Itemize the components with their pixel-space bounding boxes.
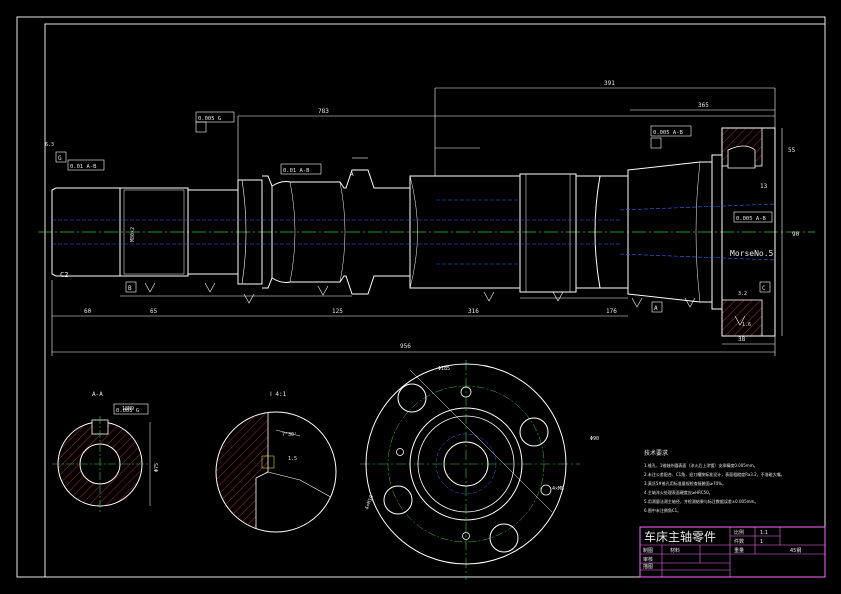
svg-text:1:1: 1:1 (760, 530, 768, 536)
svg-text:B: B (128, 285, 132, 292)
svg-text:3.莫氏5#锥孔用标准量规检查接触面≥70%。: 3.莫氏5#锥孔用标准量规检查接触面≥70%。 (644, 480, 726, 486)
svg-text:0.005 G: 0.005 G (198, 116, 221, 122)
dim-right-sub: 365 (698, 102, 709, 109)
svg-text:A-A: A-A (92, 391, 103, 398)
svg-text:0.005 G: 0.005 G (116, 408, 139, 414)
morse-taper-label: MorseNo.5 (730, 249, 774, 258)
svg-text:1.5: 1.5 (288, 456, 297, 462)
svg-text:A: A (350, 171, 354, 178)
dim-small2: 1.6 (742, 322, 751, 328)
svg-text:件数: 件数 (734, 538, 744, 545)
tolerance-frame-2: 0.01 A-B (280, 163, 322, 175)
flange-view: Φ185 4×M8 Φ90 4×M10 (360, 360, 599, 580)
roughness-symbols (144, 282, 746, 326)
dim-right: 391 (604, 80, 615, 87)
section-a-a: A-A 0.005 G Φ75 18N9 (52, 391, 160, 512)
dimension-lines (51, 87, 783, 356)
svg-text:Φ90: Φ90 (590, 436, 599, 442)
dim-small1: 3.2 (738, 291, 747, 297)
svg-text:审核: 审核 (643, 556, 653, 563)
svg-text:45钢: 45钢 (790, 547, 801, 554)
svg-text:0.01 A-B: 0.01 A-B (283, 168, 310, 174)
dim-hub1: 13 (760, 183, 768, 190)
part-name: 车床主轴零件 (644, 529, 716, 544)
svg-text:C: C (762, 285, 766, 292)
tolerance-frame-4: 0.005 A-B (650, 125, 692, 149)
svg-text:4×M10: 4×M10 (364, 494, 375, 510)
svg-text:比例: 比例 (734, 529, 744, 536)
tolerance-frame-3: 0.005 G (195, 111, 235, 133)
datum-labels: G B A C A (55, 151, 771, 313)
dim-seg3: 125 (332, 308, 343, 315)
svg-text:0.01 A-B: 0.01 A-B (70, 164, 97, 170)
svg-text:7°30': 7°30' (282, 432, 297, 438)
dim-upper: 783 (318, 108, 329, 115)
chamfer-label: C2 (60, 271, 68, 279)
detail-i: Ⅰ 4:1 7°30' 1.5 (215, 391, 337, 533)
svg-text:6.图中未注倒角C1。: 6.图中未注倒角C1。 (644, 507, 681, 513)
svg-text:制图: 制图 (643, 547, 653, 554)
dim-seg5: 176 (606, 308, 617, 315)
svg-text:0.005 A-B: 0.005 A-B (736, 216, 766, 222)
svg-text:4.主轴淬火处理表面硬度应≥HRC50。: 4.主轴淬火处理表面硬度应≥HRC50。 (644, 489, 713, 495)
main-shaft (38, 127, 815, 337)
inner-border (44, 23, 826, 578)
dim-seg2: 65 (150, 308, 158, 315)
svg-text:5.用测量法测主轴径，并检测结果与标注数据误差±0.005m: 5.用测量法测主轴径，并检测结果与标注数据误差±0.005mm。 (644, 498, 758, 504)
svg-text:G: G (58, 155, 62, 162)
svg-text:1.锥孔、1锥轴外圆表面（淬火后上涂镀）支承精度0.005m: 1.锥孔、1锥轴外圆表面（淬火后上涂镀）支承精度0.005mm。 (644, 462, 758, 468)
tolerance-frame-5: 0.005 A-B (733, 211, 773, 223)
svg-text:Φ185: Φ185 (438, 366, 450, 372)
dim-seg4: 316 (468, 308, 479, 315)
svg-text:Ⅰ 4:1: Ⅰ 4:1 (270, 391, 287, 398)
tolerance-frame-1: 0.01 A-B (67, 159, 105, 171)
dim-overall: 956 (400, 343, 411, 350)
thread-label: M80×2 (130, 227, 136, 242)
svg-text:描图: 描图 (643, 563, 653, 570)
svg-text:Φ75: Φ75 (154, 463, 160, 472)
roughness-left: 6.3 (45, 142, 54, 148)
svg-text:1: 1 (760, 539, 763, 545)
dim-bottom-right: 38 (738, 336, 746, 343)
title-block: 车床主轴零件 比例 1:1 件数 1 重量 45钢 制图 材料 审核 描图 (639, 526, 826, 578)
dim-hub3: 90 (792, 231, 800, 238)
svg-text:0.005 A-B: 0.005 A-B (653, 130, 683, 136)
tech-title: 技术要求 (644, 449, 668, 457)
svg-text:材料: 材料 (670, 547, 680, 554)
tech-requirements: 技术要求 1.锥孔、1锥轴外圆表面（淬火后上涂镀）支承精度0.005mm。 2.… (644, 449, 785, 513)
svg-text:A: A (654, 305, 658, 312)
svg-text:18N9: 18N9 (122, 406, 134, 412)
svg-text:重量: 重量 (734, 547, 744, 554)
dim-left-seg: 60 (84, 308, 92, 315)
dim-hub2: 55 (788, 147, 796, 154)
svg-text:2.未注公差配合、C1角，退刀槽按标准设计，表面粗糙度Ra3: 2.未注公差配合、C1角，退刀槽按标准设计，表面粗糙度Ra3.2，不准碰大嘴。 (644, 471, 785, 477)
svg-text:4×M8: 4×M8 (552, 486, 564, 492)
